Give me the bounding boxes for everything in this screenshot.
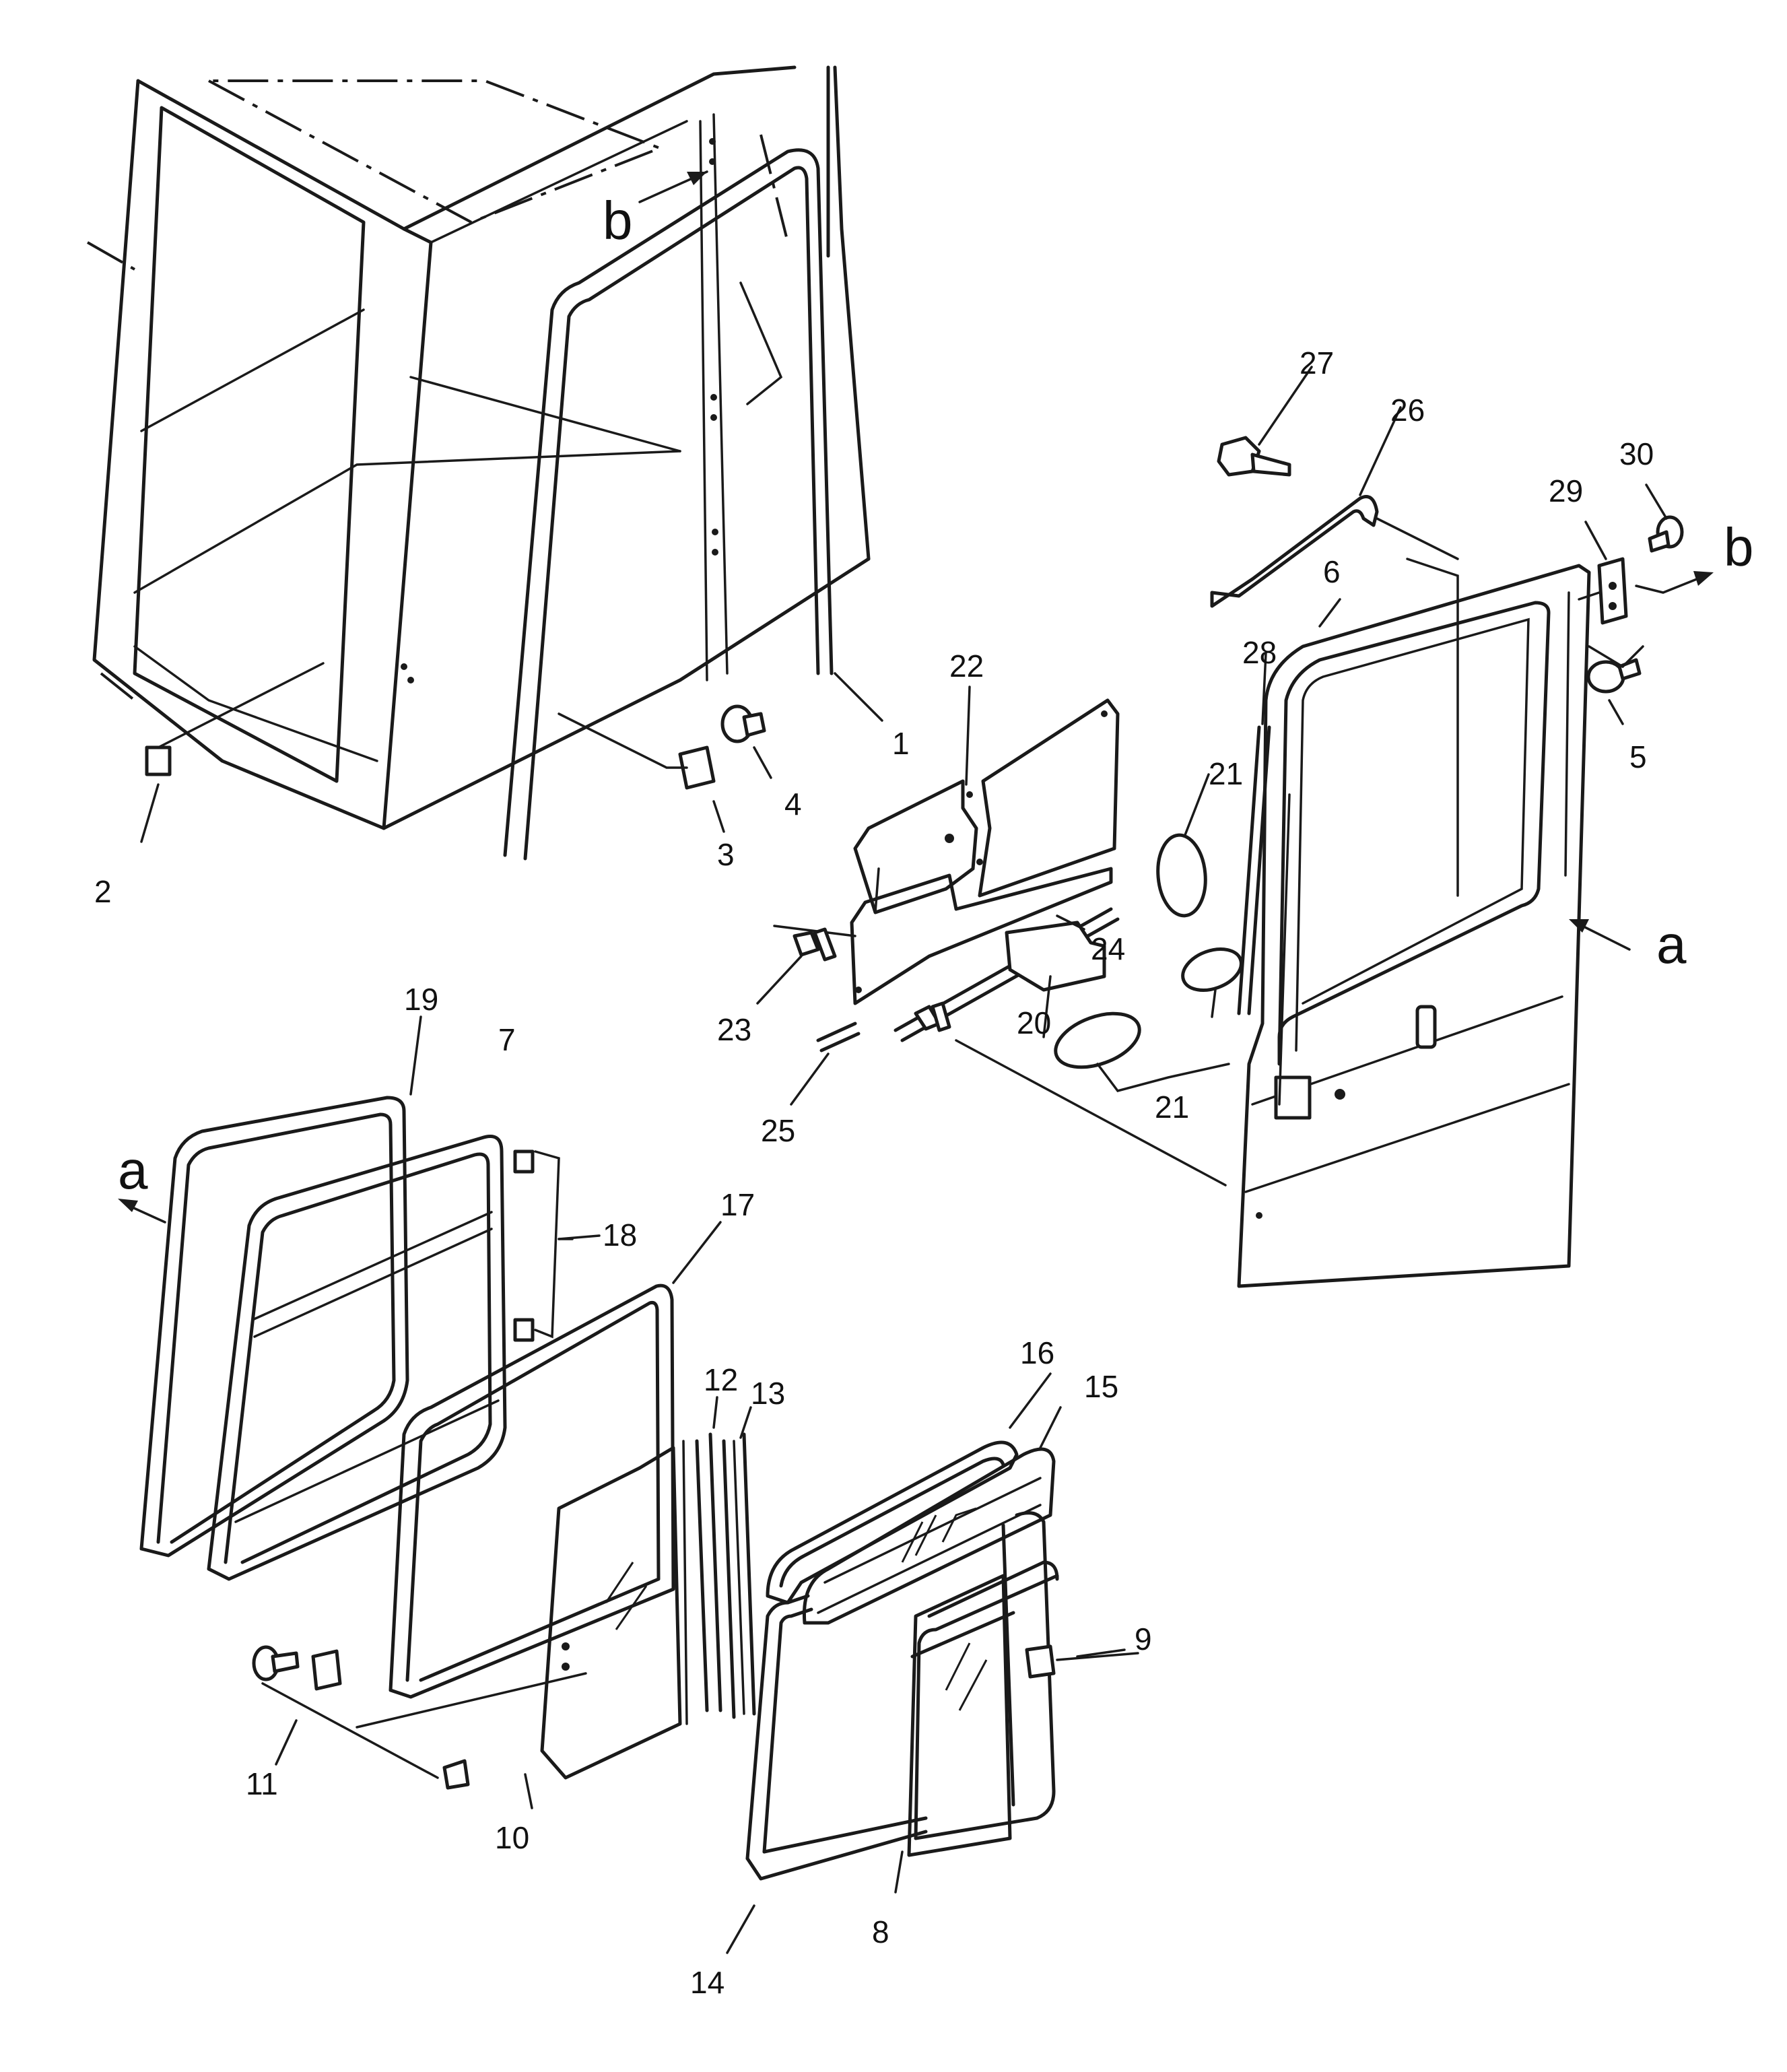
window-seal-outer (139, 1096, 409, 1558)
callout-1: 1 (892, 726, 910, 761)
oval-cover-upper (1156, 833, 1207, 918)
view-markers: b b a a (118, 191, 1754, 1200)
door-handle-recess (1274, 1075, 1312, 1120)
panel-clip-lower (914, 1001, 951, 1032)
callout-24: 24 (1091, 931, 1125, 966)
callout-18: 18 (603, 1217, 637, 1252)
door-latch (1578, 557, 1628, 625)
window-catch (1025, 1644, 1139, 1679)
callout-8: 8 (872, 1914, 889, 1949)
sash-rail-seal (695, 1432, 722, 1712)
sash-rail (722, 1432, 756, 1719)
callout-21-lower: 21 (1155, 1090, 1189, 1125)
callout-5: 5 (1629, 739, 1647, 774)
window-frame-seal (207, 1135, 507, 1581)
oval-cover-lower-left (1054, 1011, 1141, 1069)
door-panel (1237, 558, 1591, 1288)
callout-12: 12 (704, 1362, 738, 1397)
latch-bolt-lower (1586, 645, 1644, 694)
hinge-bracket (678, 745, 716, 790)
callout-17: 17 (720, 1187, 755, 1222)
view-marker-a-left: a (118, 1140, 148, 1200)
callout-16: 16 (1020, 1335, 1054, 1370)
handle-bolt (1217, 436, 1291, 477)
view-arrow-a-right (1569, 919, 1631, 951)
sliding-glass-frame (910, 1511, 1059, 1840)
panel-clip-upper (793, 927, 837, 962)
grab-handle (1210, 495, 1459, 608)
leader-lines (140, 366, 1668, 1954)
callout-21-upper: 21 (1209, 756, 1243, 791)
callout-14: 14 (690, 1965, 724, 2000)
upper-track-seal (766, 1440, 1019, 1605)
door-opening-seal (503, 148, 834, 861)
view-marker-b-right: b (1724, 517, 1754, 577)
view-arrow-b-left (638, 170, 708, 203)
sliding-window-seal (745, 1594, 928, 1881)
panel-rod (816, 1022, 861, 1052)
callout-labels: 1 2 3 4 5 6 8 9 10 11 12 13 14 15 16 17 … (94, 345, 1654, 2000)
callout-26: 26 (1390, 393, 1425, 428)
door-lock-part (1415, 1005, 1437, 1049)
callout-9: 9 (1135, 1622, 1152, 1657)
upper-track (802, 1447, 1056, 1625)
cab-hinge-parts (145, 662, 766, 790)
callout-29: 29 (1549, 473, 1583, 508)
latch-bolt-upper (1648, 515, 1684, 553)
callout-19: 19 (404, 982, 438, 1017)
callout-27: 27 (1300, 345, 1334, 380)
callout-22: 22 (949, 648, 984, 683)
callout-10: 10 (495, 1820, 529, 1855)
callout-6: 6 (1323, 554, 1341, 589)
view-arrow-a-left (118, 1199, 166, 1224)
callout-3: 3 (717, 837, 735, 872)
callout-7: 7 (498, 1022, 516, 1057)
callout-2: 2 (94, 874, 112, 909)
callout-13: 13 (751, 1376, 785, 1411)
callout-23: 23 (717, 1012, 751, 1047)
door-inner-panel (773, 698, 1227, 1187)
callout-28: 28 (1242, 635, 1277, 670)
sliding-glass (907, 1574, 1012, 1857)
spacer-blocks (513, 1149, 574, 1342)
glass-retainer-hinge (252, 1645, 587, 1790)
cab-frame (87, 65, 871, 830)
view-marker-a-right: a (1656, 914, 1687, 974)
callout-25: 25 (761, 1113, 795, 1148)
oval-cover-lower-right (1181, 947, 1243, 992)
large-cover-plate (1005, 921, 1106, 992)
callout-4: 4 (784, 787, 802, 822)
callout-20: 20 (1017, 1005, 1051, 1040)
view-arrow-b-right (1635, 571, 1714, 594)
window-glass-seal (389, 1283, 675, 1699)
view-marker-b-left: b (603, 191, 633, 250)
plate-part (145, 745, 172, 776)
callout-11: 11 (246, 1766, 278, 1801)
callout-30: 30 (1619, 436, 1654, 471)
fixed-glass (540, 1440, 688, 1780)
callout-15: 15 (1084, 1369, 1118, 1404)
